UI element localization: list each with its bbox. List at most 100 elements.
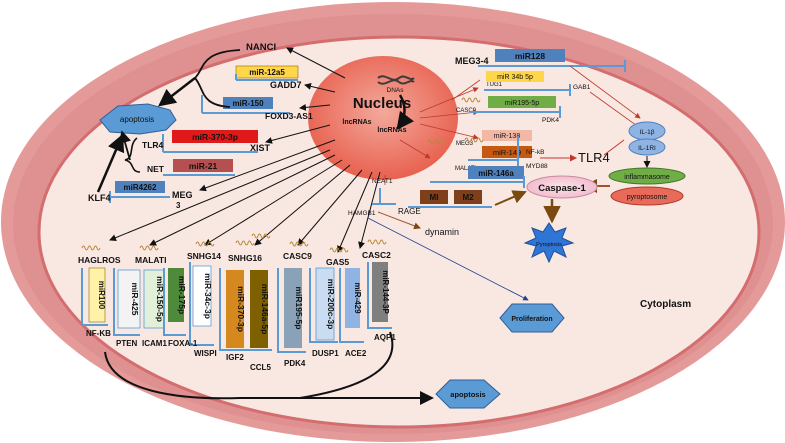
mir21-label: miR-21 [189,161,218,171]
caspase-ellipse [526,175,598,199]
meg3-right-label: MEG3 [456,141,474,147]
target-5: IGF2 [226,353,244,362]
mir34b-box [486,71,544,82]
target-4: WISPI [194,349,217,358]
pdk4-right-label: PDK4 [542,117,559,124]
target-7: PDK4 [284,359,306,368]
nucleus [308,56,458,180]
mirna-label-9: miR-429 [353,282,362,314]
mir195-label: miR195-5p [505,100,539,107]
rna-squiggle-group [81,97,484,253]
mirna-label-7: miR195-5p [294,287,304,330]
rage-label: RAGE [398,207,421,216]
mi-label: MI [430,193,439,202]
mirna-label-6: miR-146a-5p [260,284,270,335]
myd88-label: MYD88 [526,163,548,170]
mirna-box-10 [372,262,388,322]
nanci-label: NANCI [246,42,276,53]
pyroptosis-label: Pyroptosis [536,242,562,248]
hamgb1-label: HAMGB1 [348,210,376,217]
meg3-left-label: MEG [172,190,193,200]
rna-squiggle-icon [289,241,309,247]
klf4-label: KLF4 [88,193,111,203]
mirna-label-5: miR-370-3p [236,286,246,332]
mirna-label-2: miR-150-5p [155,276,165,322]
bottom-lncrna-5: GAS5 [326,257,349,267]
casc9-label: CASC9 [456,108,477,114]
mirna-box-8 [315,267,335,341]
bottom-lncrna-0: HAGLROS [78,255,121,265]
mir21-box [173,159,233,172]
target-10: AQP1 [374,333,396,342]
mir146a-label: miR-146a [478,169,514,178]
mir4262-label: miR4262 [124,183,157,192]
mirna-box-3 [168,268,184,322]
dnas-label: DNAs [387,87,405,94]
tlr4-big-label: TLR4 [578,150,610,165]
mir12a5-box [235,65,299,79]
rna-squiggle-icon [81,245,101,251]
target-8: DUSP1 [312,349,339,358]
mirna-label-10: miR-144-3P [381,270,390,314]
caspase-label: Caspase-1 [538,183,586,194]
mi-box [420,190,448,204]
rna-squiggle-icon [329,247,349,253]
apoptosis-bottom-label: apoptosis [450,390,485,399]
lncrnas-left-label: lncRNAs [342,119,371,126]
xist-label: XIST [250,143,271,153]
rna-squiggle-icon [367,239,387,245]
mirna-box-4 [192,265,212,327]
bottom-lncrna-3: SNHG16 [228,253,262,263]
target-1: PTEN [116,339,138,348]
mir149-box [482,146,532,158]
mir150-box [223,97,273,109]
mir146a-box [468,166,524,179]
dna-helix-icon [377,75,415,81]
mir128-box [495,49,565,62]
il1ri-ellipse [628,138,666,156]
mirna-box-6 [250,270,268,348]
target-0: NF-KB [86,329,111,338]
malati-top-label: MALATI [455,166,477,172]
mir138-label: miR-138 [494,133,521,140]
neat1-label: NEAT1 [372,178,393,185]
il1ri-label: IL-1RI [638,145,656,152]
mirna-label-0: miR100 [97,281,106,310]
nfkb-right-label: NF-kB [526,149,544,156]
target-2: ICAM1 [142,339,167,348]
inhibition-bars [81,262,392,353]
pyroptosis-star [523,222,575,264]
target-6: CCL5 [250,363,271,372]
mir34b-label: miR 34b 5p [497,74,533,81]
rna-squiggle-icon [427,139,447,145]
mir4262-box [115,181,165,193]
rna-squiggle-icon [461,97,481,103]
mirna-label-4: miR-34c-3p [203,273,213,319]
inflammasome-ellipse [608,167,686,185]
apoptosis-bottom-shape [435,379,501,409]
rna-squiggle-icon [235,240,255,246]
dynamin-label: dynamin [425,227,459,237]
mirna-label-3: miR-175p [177,276,187,314]
rna-squiggle-icon [139,245,159,251]
tlr4-left-label: TLR4 [142,140,164,150]
meg3-left-sub: 3 [176,201,181,210]
m2-label: M2 [462,193,474,202]
mirna-box-7 [284,268,302,348]
mirna-box-1 [117,269,141,329]
tug1-label: TUG1 [486,82,503,88]
mir138-box [482,130,532,141]
inflammasome-label: inflammasome [624,174,670,181]
net-label: NET [147,164,165,174]
m2-box [454,190,482,204]
mir370-label: miR-370-3p [192,132,238,142]
il1b-label: IL-1β [640,129,655,136]
apoptosis-top-label: apoptosis [120,115,154,124]
rna-squiggle-icon [251,233,271,239]
nucleus-label: Nucleus [353,95,411,112]
target-3: FOXA-1 [168,339,198,348]
pyroptosome-label: pyroptosome [627,194,668,201]
mir128-label: miR128 [515,51,546,61]
